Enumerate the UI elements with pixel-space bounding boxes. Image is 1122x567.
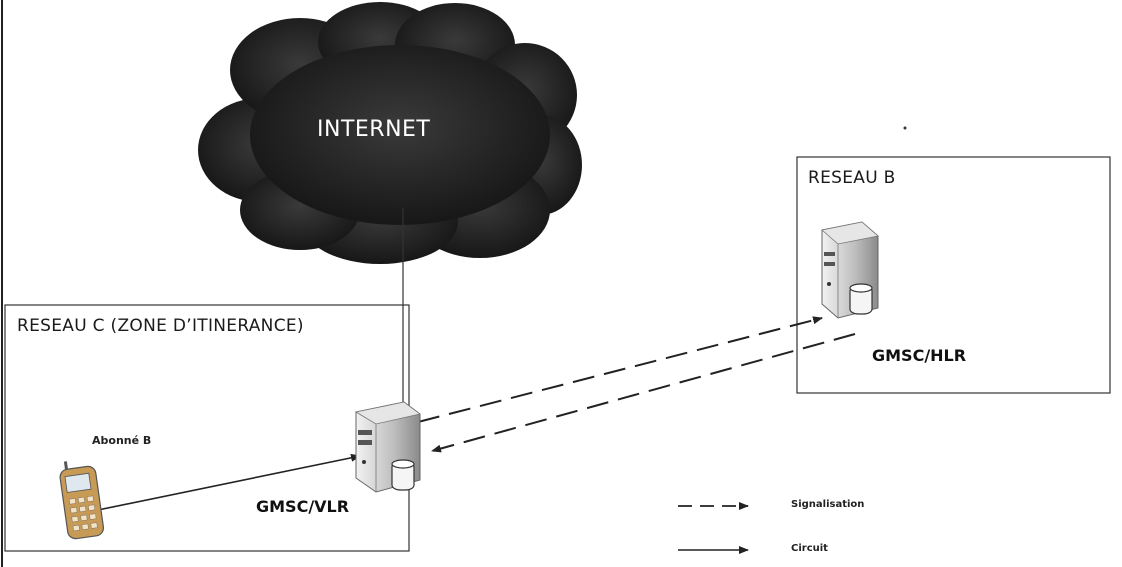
internet-cloud [198, 2, 582, 264]
hlr-node-label: GMSC/HLR [872, 346, 967, 365]
internet-label: INTERNET [317, 117, 431, 142]
network-b-title: RESEAU B [808, 168, 896, 188]
signaling-arrow-to-hlr [417, 316, 823, 423]
hlr-server-icon [821, 221, 879, 319]
legend-signaling-label: Signalisation [791, 499, 865, 510]
network-c-title: RESEAU C (ZONE D’ITINERANCE) [17, 316, 304, 336]
subscriber-label: Abonné B [92, 434, 152, 447]
mobile-phone-icon [59, 461, 105, 540]
circuit-arrow-phone-to-vlr [97, 453, 361, 511]
legend-circuit-label: Circuit [791, 543, 828, 554]
legend [678, 502, 749, 554]
signaling-arrow-to-vlr [431, 333, 856, 453]
network-b-box [796, 156, 1111, 394]
vlr-server-icon [354, 401, 421, 493]
vlr-node-label: GMSC/VLR [256, 497, 350, 516]
stray-dot [903, 126, 907, 130]
